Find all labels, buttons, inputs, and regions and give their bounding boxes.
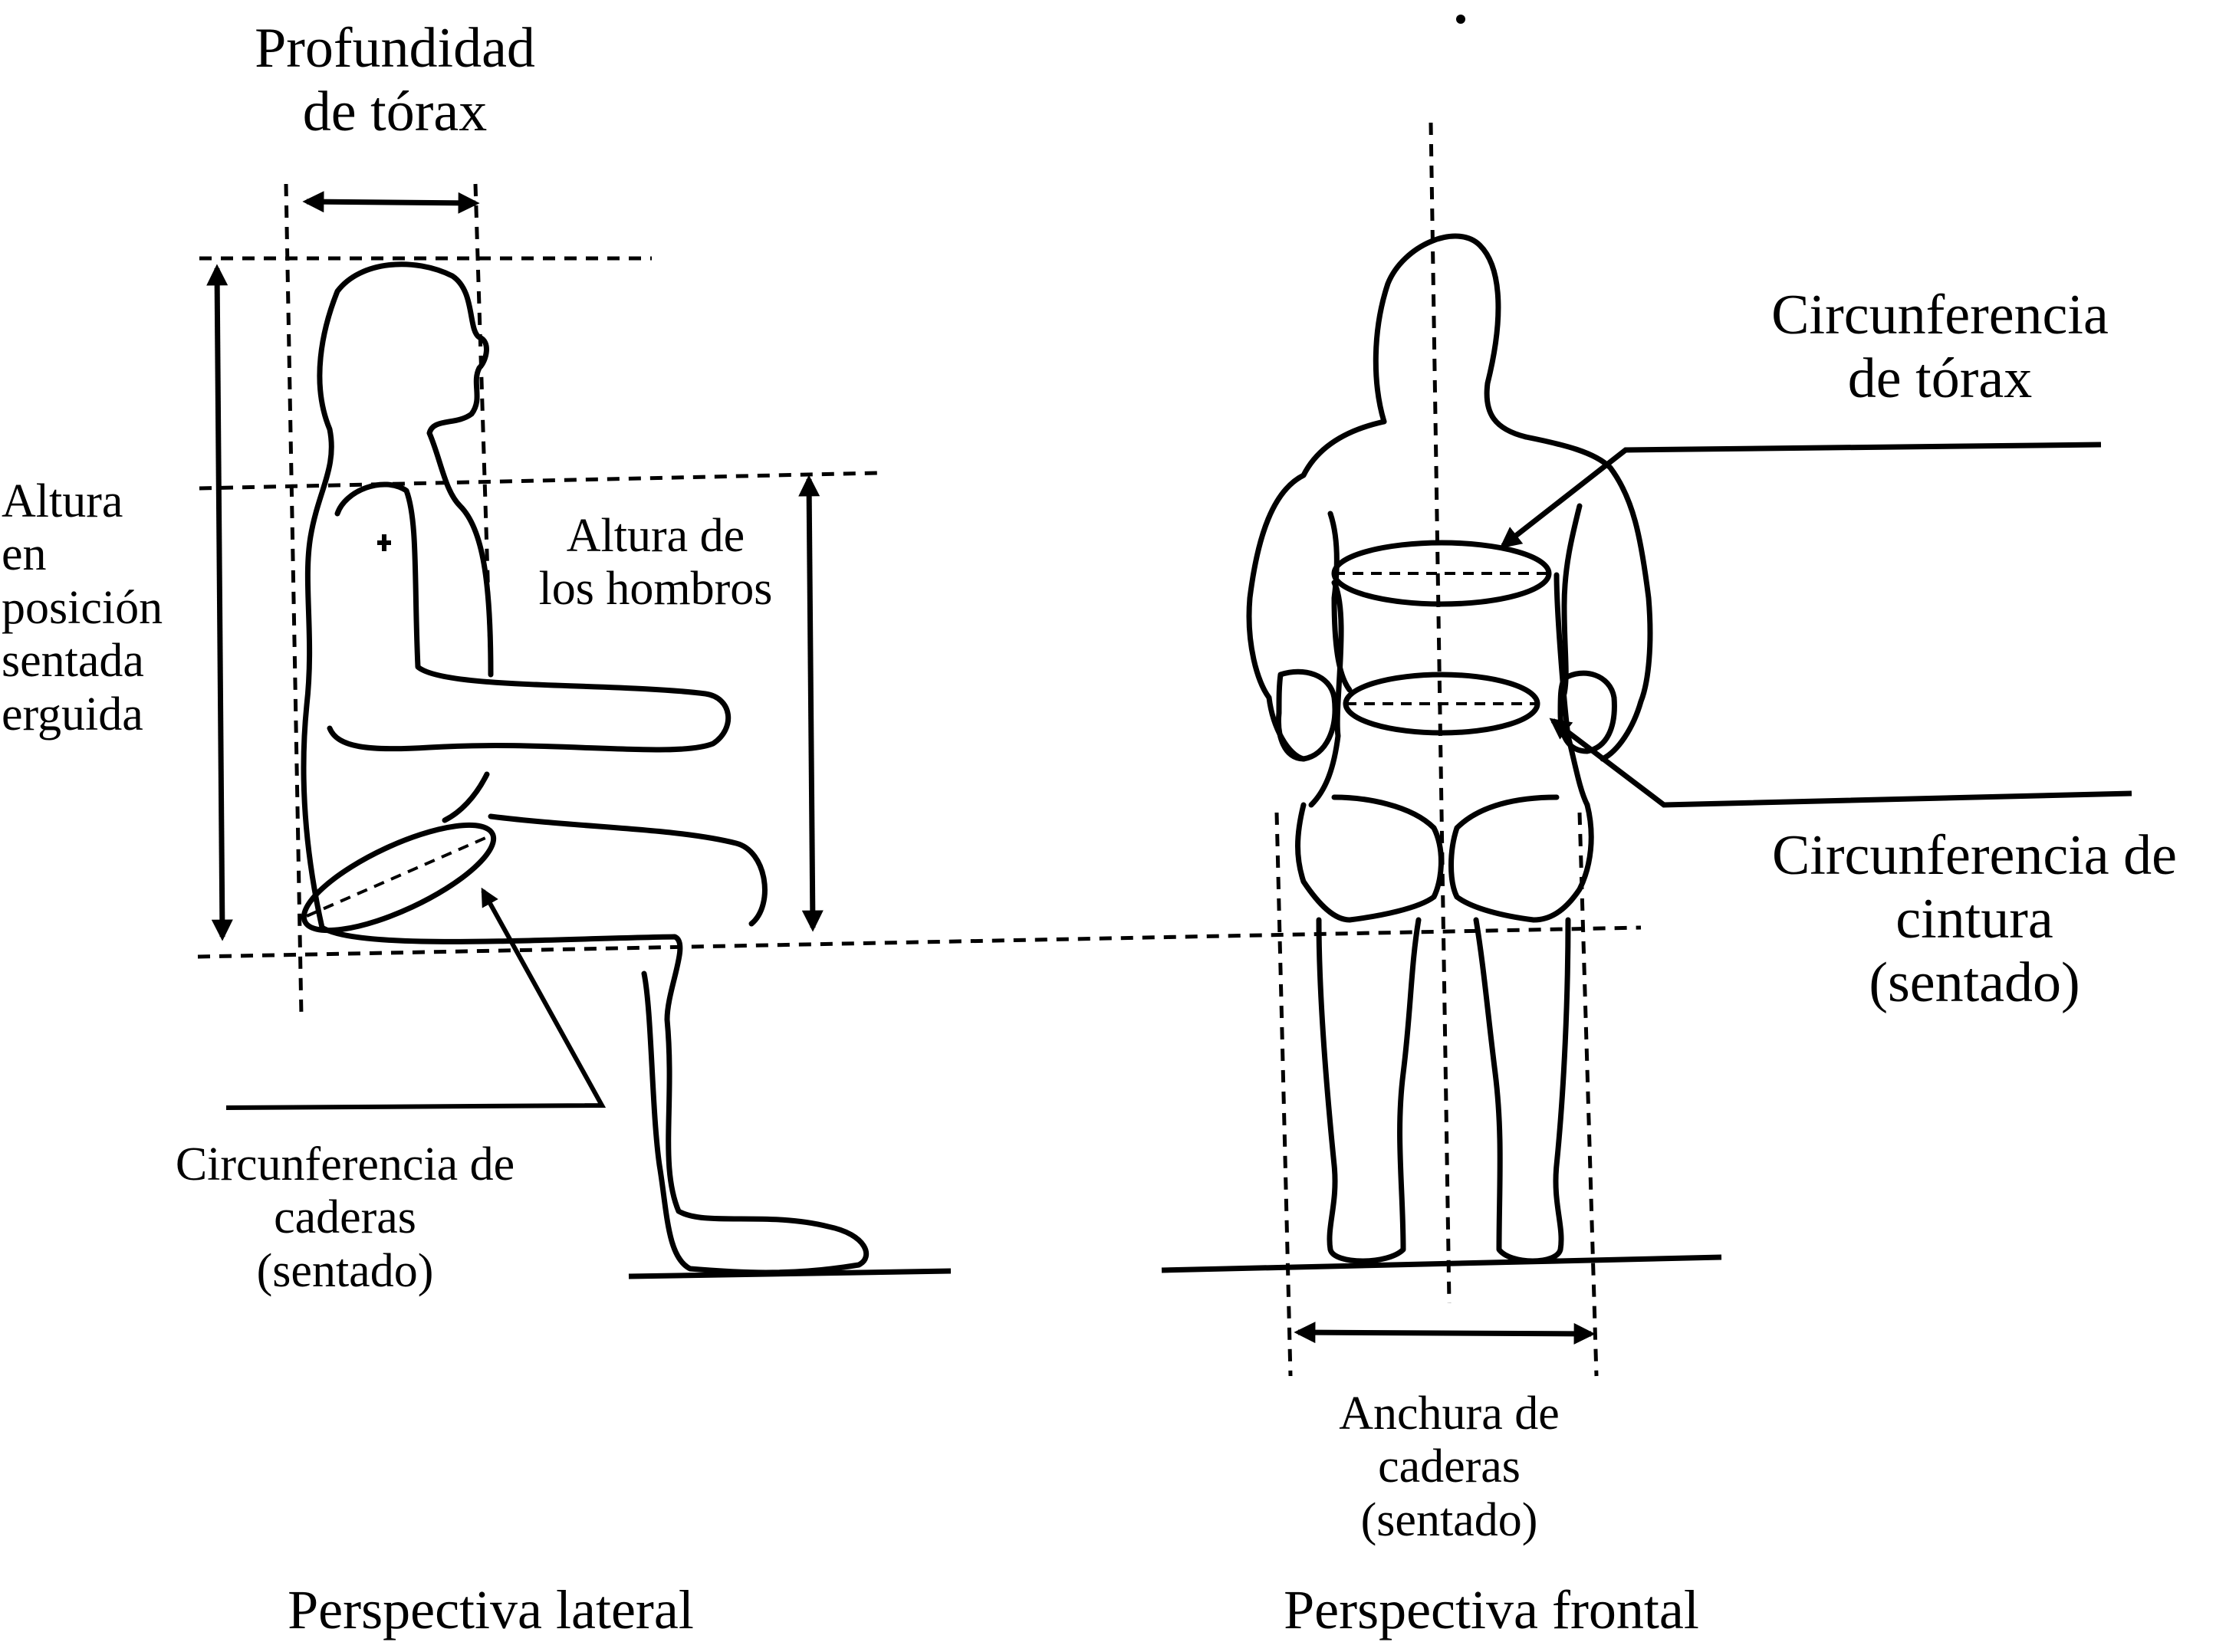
side-view-figure — [301, 261, 869, 1276]
sitting-height-label: Altura en posición sentada erguida — [2, 475, 163, 741]
chest-depth-label: Profundidad de tórax — [255, 17, 535, 143]
side-floor-line — [628, 1268, 952, 1279]
shoulder-height-label: Altura de los hombros — [538, 510, 773, 616]
front-view-arrows — [1294, 442, 2132, 1345]
side-view-caption: Perspectiva lateral — [288, 1579, 694, 1641]
shoulder-height-arrow — [798, 475, 824, 932]
side-hip-ellipse — [301, 822, 497, 934]
hip-width-arrow — [1294, 1322, 1596, 1345]
hip-width-label: Anchura de caderas (sentado) — [1339, 1388, 1560, 1546]
top-dot — [1456, 15, 1465, 24]
chest-circumference-leader — [1499, 442, 2102, 549]
side-view-guides — [197, 183, 1642, 1016]
chest-circumference-label: Circunferencia de tórax — [1771, 284, 2109, 410]
side-view-arrows — [206, 191, 824, 941]
chest-depth-arrow — [302, 191, 480, 214]
chest-ellipse — [1331, 540, 1552, 607]
front-view-caption: Perspectiva frontal — [1284, 1579, 1699, 1641]
front-floor-line — [1161, 1254, 1722, 1273]
waist-circumference-leader — [1549, 718, 2132, 808]
front-view-guides — [1274, 122, 1599, 1377]
hip-circumference-label: Circunferencia de caderas (sentado) — [175, 1138, 515, 1297]
waist-circumference-label: Circunferencia de cintura (sentado) — [1772, 824, 2177, 1014]
hip-circumference-leader — [225, 887, 607, 1110]
shoulder-point-icon — [377, 534, 391, 551]
sitting-height-arrow — [206, 264, 233, 941]
